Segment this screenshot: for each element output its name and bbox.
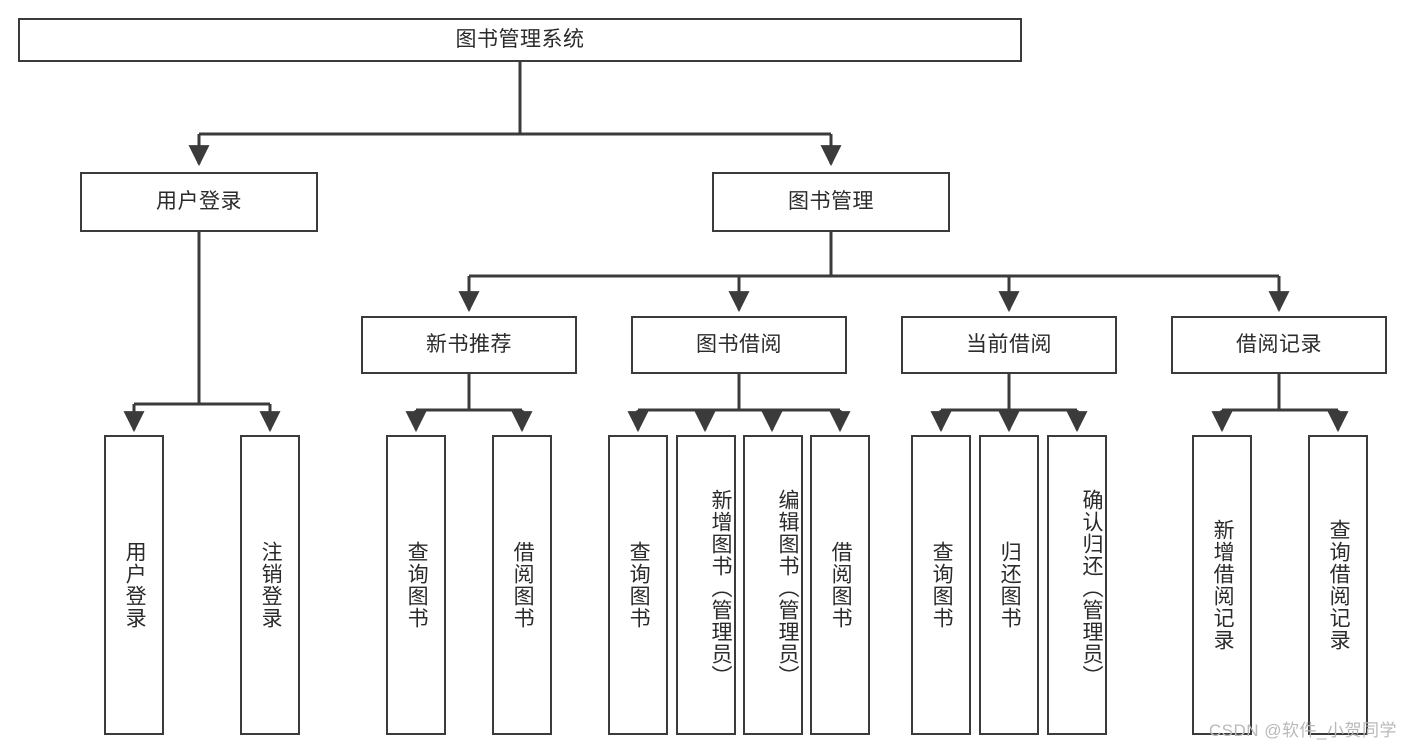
leaf-add-record[interactable]: 新增借阅记录 [1192,435,1252,735]
node-current-borrow[interactable]: 当前借阅 [901,316,1117,374]
node-user-login[interactable]: 用户登录 [80,172,318,232]
leaf-query-book-1[interactable]: 查询图书 [386,435,446,735]
node-root[interactable]: 图书管理系统 [18,18,1022,62]
node-new-book-rec[interactable]: 新书推荐 [361,316,577,374]
leaf-add-book[interactable]: 新增图书（管理员） [676,435,736,735]
node-book-manage[interactable]: 图书管理 [712,172,950,232]
node-borrow-record[interactable]: 借阅记录 [1171,316,1387,374]
leaf-return-book[interactable]: 归还图书 [979,435,1039,735]
leaf-query-book-2[interactable]: 查询图书 [608,435,668,735]
leaf-borrow-book-2[interactable]: 借阅图书 [810,435,870,735]
node-book-borrow[interactable]: 图书借阅 [631,316,847,374]
leaf-edit-book[interactable]: 编辑图书（管理员） [743,435,803,735]
leaf-logout[interactable]: 注销登录 [240,435,300,735]
leaf-query-record[interactable]: 查询借阅记录 [1308,435,1368,735]
leaf-query-book-3[interactable]: 查询图书 [911,435,971,735]
leaf-borrow-book-1[interactable]: 借阅图书 [492,435,552,735]
leaf-user-login[interactable]: 用户登录 [104,435,164,735]
leaf-confirm-return[interactable]: 确认归还（管理员） [1047,435,1107,735]
watermark-text: CSDN @软件_小贺同学 [1208,721,1397,740]
